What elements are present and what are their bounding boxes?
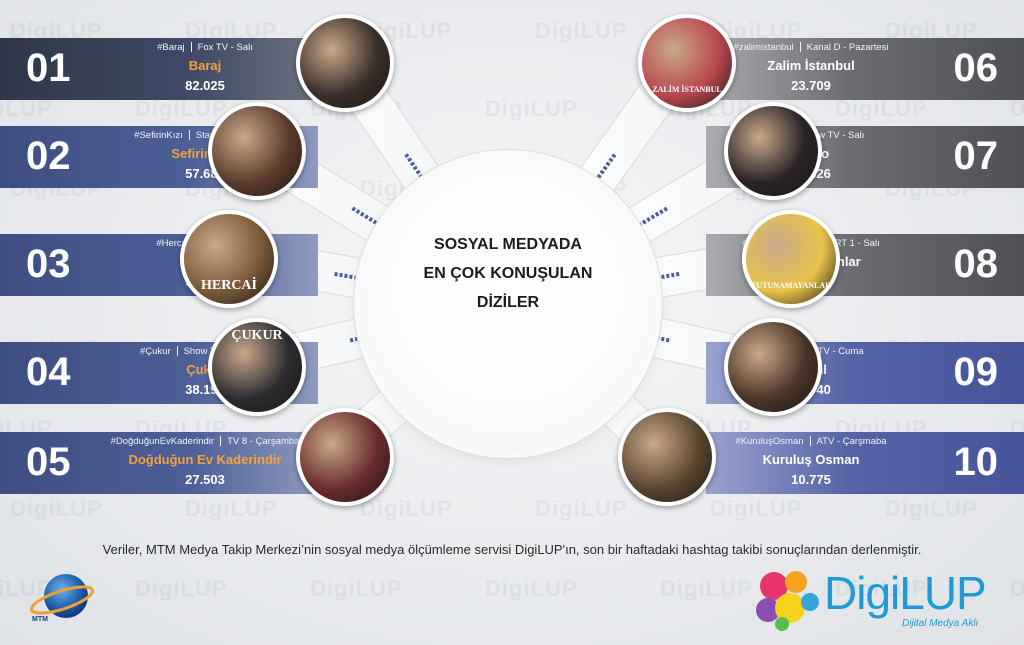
couple-portrait-icon [296, 14, 394, 112]
mention-count: 10.775 [791, 472, 831, 487]
series-hashtag: #Çukur [139, 346, 171, 357]
hub-title-line-3: DİZİLER [476, 294, 540, 311]
spoke-accent [592, 153, 617, 186]
series-channel: Star TV - Cuma [797, 346, 864, 357]
rank-number: 08 [953, 242, 999, 286]
meta-divider [190, 42, 192, 53]
series-meta: #DoğduğunEvKaderindir TV 8 - Çarşamba [110, 436, 300, 447]
meta-divider [220, 436, 222, 447]
hub-title: SOSYAL MEDYADA EN ÇOK KONUŞULAN DİZİLER [362, 230, 654, 317]
rank-number: 03 [26, 242, 71, 286]
rank-number: 07 [953, 134, 999, 178]
poster-title-text: HERCAİ [200, 278, 257, 293]
couple-portrait-icon [296, 408, 394, 506]
series-channel: Fox TV - Salı [197, 42, 253, 53]
cast-group-icon: ÇUKUR [208, 318, 306, 416]
poster-title-text: ÇUKUR [231, 328, 283, 343]
globe-icon [29, 574, 95, 618]
rank-number: 02 [26, 134, 71, 178]
meta-divider [809, 436, 811, 447]
hub-title-line-2: EN ÇOK KONUŞULAN [423, 265, 593, 282]
poster-title-text: ZALİM İSTANBUL [652, 85, 722, 94]
mtm-logo-text: MTM [32, 616, 48, 623]
series-channel: Show TV - Salı [801, 130, 865, 141]
series-meta: #zalimistanbul Kanal D - Pazartesi [716, 42, 906, 53]
series-channel: TV 8 - Çarşamba [227, 436, 300, 447]
footer-note: Veriler, MTM Medya Takip Merkezi’nin sos… [102, 542, 922, 557]
rank-number: 05 [26, 440, 71, 484]
cast-group-icon [724, 318, 822, 416]
series-title: Zalim İstanbul [767, 58, 855, 73]
series-hashtag: #SefirinKızı [134, 130, 183, 141]
couple-portrait-icon: TUTUNAMAYANLAR [742, 210, 840, 308]
meta-divider [188, 130, 190, 141]
digilup-bubbles-icon [756, 571, 819, 631]
series-title: Doğduğun Ev Kaderindir [128, 452, 282, 467]
series-title: Kuruluş Osman [762, 452, 860, 467]
digilup-logo: DigiLUP Dijital Medya Aklı [752, 566, 1002, 636]
mention-count: 27.503 [185, 472, 225, 487]
series-channel: ATV - Çarşmaba [816, 436, 887, 447]
cast-group-icon: ZALİM İSTANBUL [638, 14, 736, 112]
hub-title-line-1: SOSYAL MEDYADA [434, 236, 582, 253]
series-title: Baraj [188, 58, 222, 73]
meta-divider [799, 42, 801, 53]
series-channel: Kanal D - Pazartesi [806, 42, 889, 53]
rank-number: 04 [26, 350, 71, 394]
series-hashtag: #Baraj [157, 42, 185, 53]
digilup-wordmark: DigiLUP [824, 566, 987, 620]
rank-number: 09 [953, 350, 999, 394]
rank-number: 10 [953, 440, 999, 484]
series-hashtag: #KuruluşOsman [735, 436, 804, 447]
series-meta: #Baraj Fox TV - Salı [110, 42, 300, 53]
couple-portrait-icon [724, 102, 822, 200]
center-hub [362, 158, 654, 450]
cast-group-icon [618, 408, 716, 506]
spoke-accent [635, 206, 669, 229]
series-meta: #KuruluşOsman ATV - Çarşmaba [716, 436, 906, 447]
digilup-tagline: Dijital Medya Aklı [902, 618, 979, 629]
spoke-accent [351, 206, 385, 229]
digilup-wordmark-b: LUP [899, 567, 986, 619]
mention-count: 82.025 [185, 78, 225, 93]
mtm-logo: MTM [28, 570, 98, 630]
rank-number: 01 [26, 46, 71, 90]
series-hashtag: #Hercai [156, 238, 190, 249]
rank-number: 06 [953, 46, 999, 90]
couple-portrait-icon: HERCAİ [180, 210, 278, 308]
series-channel: TRT 1 - Salı [828, 238, 880, 249]
couple-portrait-icon [208, 102, 306, 200]
spoke-accent [404, 153, 428, 186]
poster-title-text: TUTUNAMAYANLAR [751, 281, 831, 290]
mention-count: 23.709 [791, 78, 831, 93]
series-hashtag: #DoğduğunEvKaderindir [110, 436, 215, 447]
digilup-wordmark-a: Digi [824, 567, 900, 619]
series-hashtag: #zalimistanbul [733, 42, 794, 53]
meta-divider [176, 346, 178, 357]
